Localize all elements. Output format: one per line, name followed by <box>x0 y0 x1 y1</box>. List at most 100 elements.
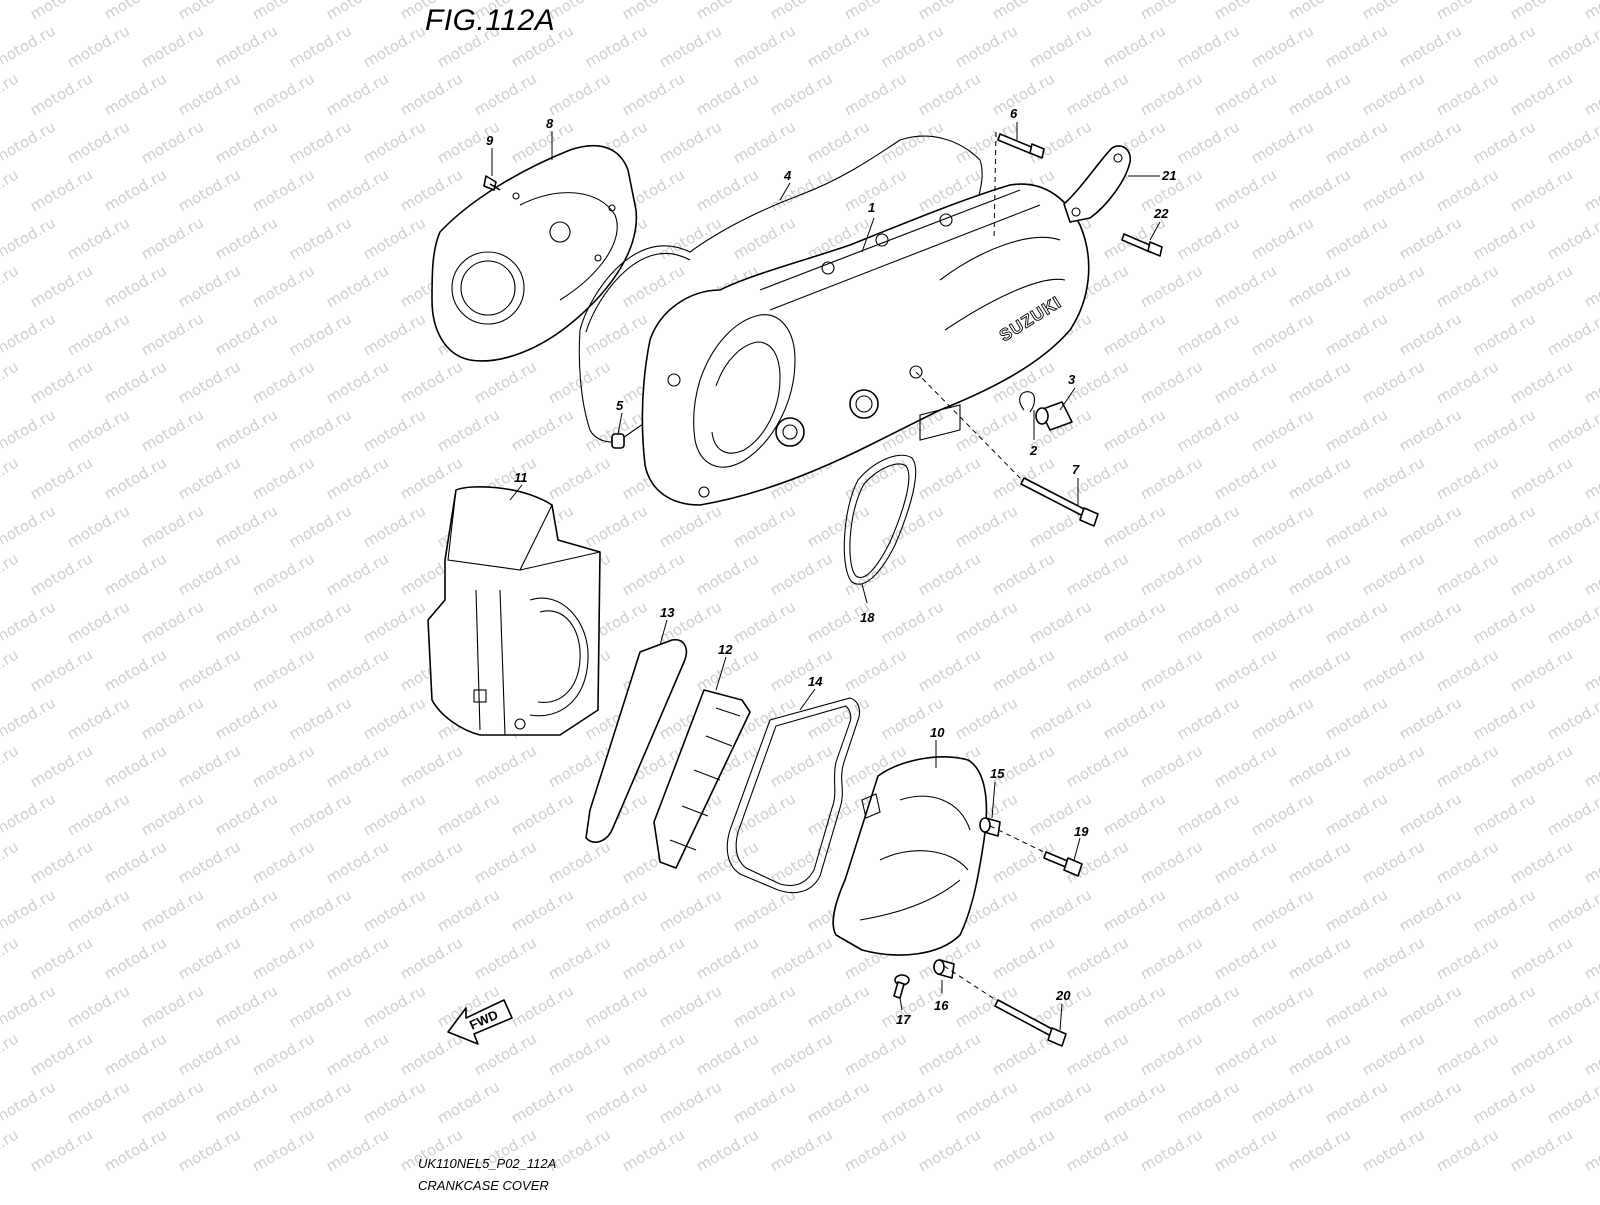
watermark-text: motod.ru <box>27 69 96 119</box>
watermark-text: motod.ru <box>1174 981 1243 1031</box>
watermark-text: motod.ru <box>0 789 59 839</box>
watermark-text: motod.ru <box>1470 1077 1539 1127</box>
watermark-text: motod.ru <box>1581 69 1600 119</box>
watermark-text: motod.ru <box>989 837 1058 887</box>
watermark-text: motod.ru <box>1359 0 1428 23</box>
watermark-text: motod.ru <box>730 21 799 71</box>
watermark-text: motod.ru <box>1544 693 1600 743</box>
watermark-text: motod.ru <box>1285 741 1354 791</box>
watermark-text: motod.ru <box>1211 0 1280 23</box>
watermark-text: motod.ru <box>1359 549 1428 599</box>
watermark-text: motod.ru <box>64 117 133 167</box>
watermark-text: motod.ru <box>138 117 207 167</box>
part-4-gasket <box>578 135 983 443</box>
watermark-text: motod.ru <box>212 405 281 455</box>
watermark-text: motod.ru <box>1433 837 1502 887</box>
callout-6: 6 <box>1010 106 1018 121</box>
watermark-text: motod.ru <box>0 309 59 359</box>
watermark-text: motod.ru <box>101 837 170 887</box>
watermark-text: motod.ru <box>767 0 836 23</box>
watermark-text: motod.ru <box>1507 165 1576 215</box>
watermark-text: motod.ru <box>1248 885 1317 935</box>
watermark-text: motod.ru <box>27 0 96 23</box>
watermark-text: motod.ru <box>1581 549 1600 599</box>
watermark-text: motod.ru <box>1433 933 1502 983</box>
watermark-text: motod.ru <box>101 549 170 599</box>
watermark-text: motod.ru <box>841 69 910 119</box>
watermark-text: motod.ru <box>1581 165 1600 215</box>
part-5-dowel-pin <box>611 433 625 449</box>
watermark-text: motod.ru <box>286 309 355 359</box>
watermark-text: motod.ru <box>767 549 836 599</box>
watermark-text: motod.ru <box>27 165 96 215</box>
watermark-text: motod.ru <box>101 1029 170 1079</box>
watermark-text: motod.ru <box>656 21 725 71</box>
watermark-text: motod.ru <box>1433 357 1502 407</box>
watermark-text: motod.ru <box>175 453 244 503</box>
watermark-text: motod.ru <box>841 165 910 215</box>
watermark-text: motod.ru <box>323 645 392 695</box>
watermark-text: motod.ru <box>1359 645 1428 695</box>
watermark-text: motod.ru <box>64 21 133 71</box>
watermark-text: motod.ru <box>1285 549 1354 599</box>
watermark-text: motod.ru <box>1100 885 1169 935</box>
watermark-text: motod.ru <box>1359 741 1428 791</box>
watermark-text: motod.ru <box>1248 501 1317 551</box>
watermark-text: motod.ru <box>0 357 22 407</box>
watermark-text: motod.ru <box>360 1077 429 1127</box>
watermark-text: motod.ru <box>1063 549 1132 599</box>
part-6-bolt <box>997 133 1045 159</box>
watermark-text: motod.ru <box>1248 21 1317 71</box>
watermark-text: motod.ru <box>175 741 244 791</box>
watermark-text: motod.ru <box>360 501 429 551</box>
watermark-text: motod.ru <box>1248 789 1317 839</box>
watermark-text: motod.ru <box>397 357 466 407</box>
callout-10: 10 <box>930 725 945 740</box>
watermark-text: motod.ru <box>360 405 429 455</box>
watermark-text: motod.ru <box>656 1077 725 1127</box>
watermark-text: motod.ru <box>804 21 873 71</box>
watermark-text: motod.ru <box>1322 501 1391 551</box>
watermark-text: motod.ru <box>841 0 910 23</box>
callout-4: 4 <box>783 168 792 183</box>
watermark-text: motod.ru <box>1285 837 1354 887</box>
watermark-text: motod.ru <box>1211 741 1280 791</box>
watermark-text: motod.ru <box>64 213 133 263</box>
watermark-text: motod.ru <box>1581 0 1600 23</box>
watermark-text: motod.ru <box>1137 933 1206 983</box>
watermark-text: motod.ru <box>841 1029 910 1079</box>
watermark-text: motod.ru <box>730 789 799 839</box>
watermark-text: motod.ru <box>1137 453 1206 503</box>
watermark-text: motod.ru <box>1544 501 1600 551</box>
watermark-text: motod.ru <box>545 1029 614 1079</box>
watermark-text: motod.ru <box>1100 405 1169 455</box>
watermark-text: motod.ru <box>0 1029 22 1079</box>
watermark-text: motod.ru <box>1396 213 1465 263</box>
watermark-text: motod.ru <box>212 597 281 647</box>
callout-2: 2 <box>1029 443 1038 458</box>
watermark-text: motod.ru <box>1063 0 1132 23</box>
watermark-text: motod.ru <box>1063 453 1132 503</box>
watermark-text: motod.ru <box>1063 645 1132 695</box>
watermark-text: motod.ru <box>1470 405 1539 455</box>
watermark-text: motod.ru <box>952 405 1021 455</box>
watermark-text: motod.ru <box>64 693 133 743</box>
watermark-text: motod.ru <box>767 741 836 791</box>
watermark-text: motod.ru <box>1581 1029 1600 1079</box>
callout-19: 19 <box>1074 824 1089 839</box>
watermark-text: motod.ru <box>27 933 96 983</box>
watermark-text: motod.ru <box>1322 1077 1391 1127</box>
watermark-text: motod.ru <box>27 453 96 503</box>
watermark-text: motod.ru <box>1174 789 1243 839</box>
watermark-text: motod.ru <box>212 309 281 359</box>
watermark-text: motod.ru <box>138 501 207 551</box>
watermark-text: motod.ru <box>1433 261 1502 311</box>
callout-18: 18 <box>860 610 875 625</box>
callout-7: 7 <box>1072 462 1080 477</box>
watermark-text: motod.ru <box>1433 0 1502 23</box>
watermark-text: motod.ru <box>175 261 244 311</box>
watermark-text: motod.ru <box>138 309 207 359</box>
watermark-text: motod.ru <box>1396 789 1465 839</box>
watermark-text: motod.ru <box>175 549 244 599</box>
watermark-text: motod.ru <box>1174 309 1243 359</box>
